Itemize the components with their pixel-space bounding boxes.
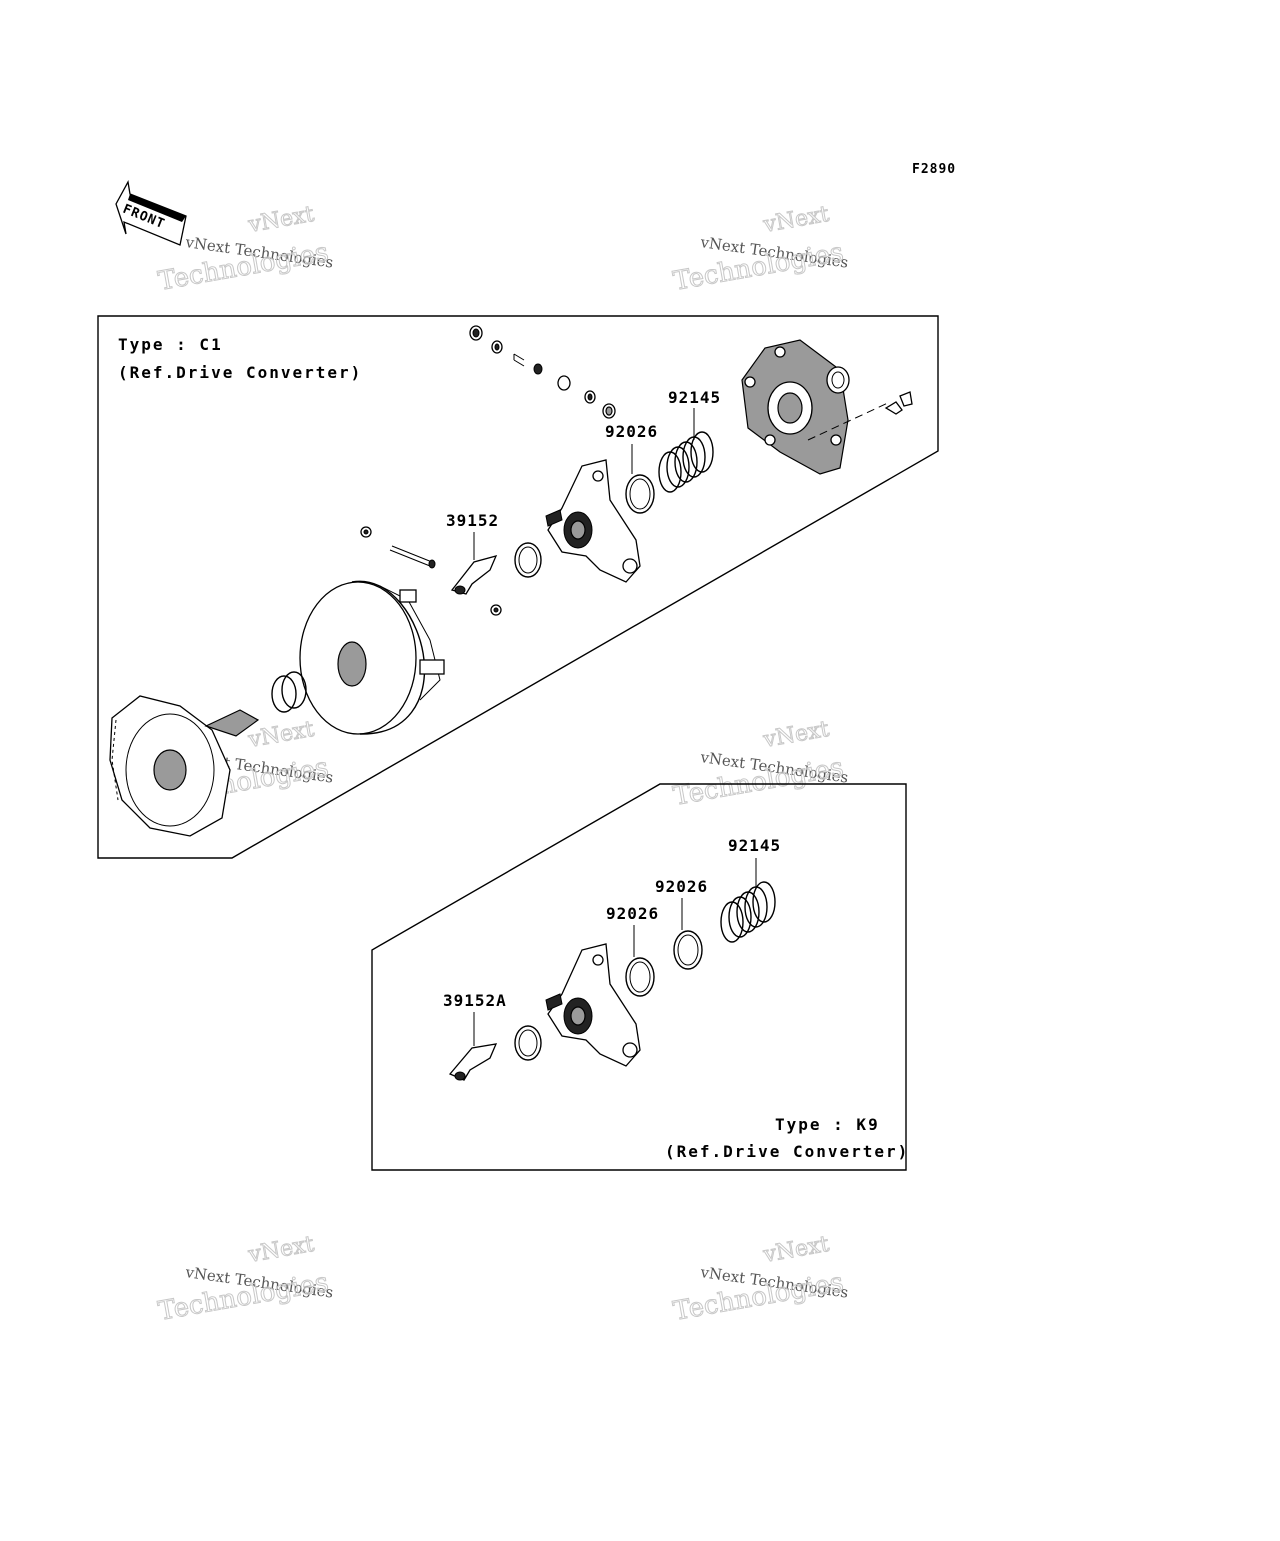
spider-assembly (545, 459, 641, 583)
part-label-92026: 92026 (605, 422, 658, 441)
figure-code: F2890 (912, 162, 956, 177)
watermark-top-right: vNext vNext Technologies Technologies (671, 201, 850, 297)
part-label-92145: 92145 (668, 388, 721, 407)
spring-92145 (658, 408, 714, 493)
panel-k9-frame (371, 783, 907, 1171)
roller-set (469, 325, 616, 419)
spider-assembly-k9 (545, 943, 641, 1067)
spring-92145-k9 (720, 858, 776, 943)
watermark-bottom-right: vNext vNext Technologies Technologies (671, 1231, 850, 1327)
fixed-sheave (109, 695, 260, 837)
panel-type-c1: Type : C1 (Ref.Drive Converter) (97, 315, 939, 859)
bushing (271, 671, 307, 713)
watermark-bottom-left: vNext vNext Technologies Technologies (156, 1231, 335, 1327)
movable-sheave (299, 580, 445, 735)
k9-part-label-92145: 92145 (728, 836, 781, 855)
panel-c1-ref-label: (Ref.Drive Converter) (118, 363, 362, 382)
washer-92026 (625, 444, 655, 514)
weight-39152a (448, 1012, 498, 1081)
k9-part-label-39152a: 39152A (443, 991, 507, 1010)
panel-c1-frame (97, 315, 939, 859)
pin-and-nut (360, 526, 502, 616)
panel-k9-ref-label: (Ref.Drive Converter) (665, 1142, 909, 1161)
washer-92026-lower-k9 (625, 925, 655, 997)
panel-type-k9: Type : K9 (Ref.Drive Converter) 92145 92… (371, 783, 909, 1171)
front-arrow-icon: FRONT (115, 180, 187, 246)
panel-k9-type-label: Type : K9 (775, 1115, 880, 1134)
cover-plate (741, 339, 913, 475)
washer-small-k9 (514, 1025, 542, 1061)
svg-text:vNext: vNext (761, 717, 831, 753)
svg-text:vNext: vNext (246, 1232, 316, 1268)
k9-part-label-92026-upper: 92026 (655, 877, 708, 896)
svg-text:vNext: vNext (246, 202, 316, 238)
k9-part-label-92026-lower: 92026 (606, 904, 659, 923)
washer-small (514, 542, 542, 578)
watermark-mid-right: vNext vNext Technologies Technologies (671, 716, 850, 812)
part-label-39152: 39152 (446, 511, 499, 530)
weight-39152 (450, 532, 498, 595)
washer-92026-upper-k9 (673, 898, 703, 970)
panel-c1-type-label: Type : C1 (118, 335, 223, 354)
svg-text:vNext: vNext (761, 1232, 831, 1268)
svg-text:vNext: vNext (761, 202, 831, 238)
svg-text:vNext: vNext (246, 717, 316, 753)
